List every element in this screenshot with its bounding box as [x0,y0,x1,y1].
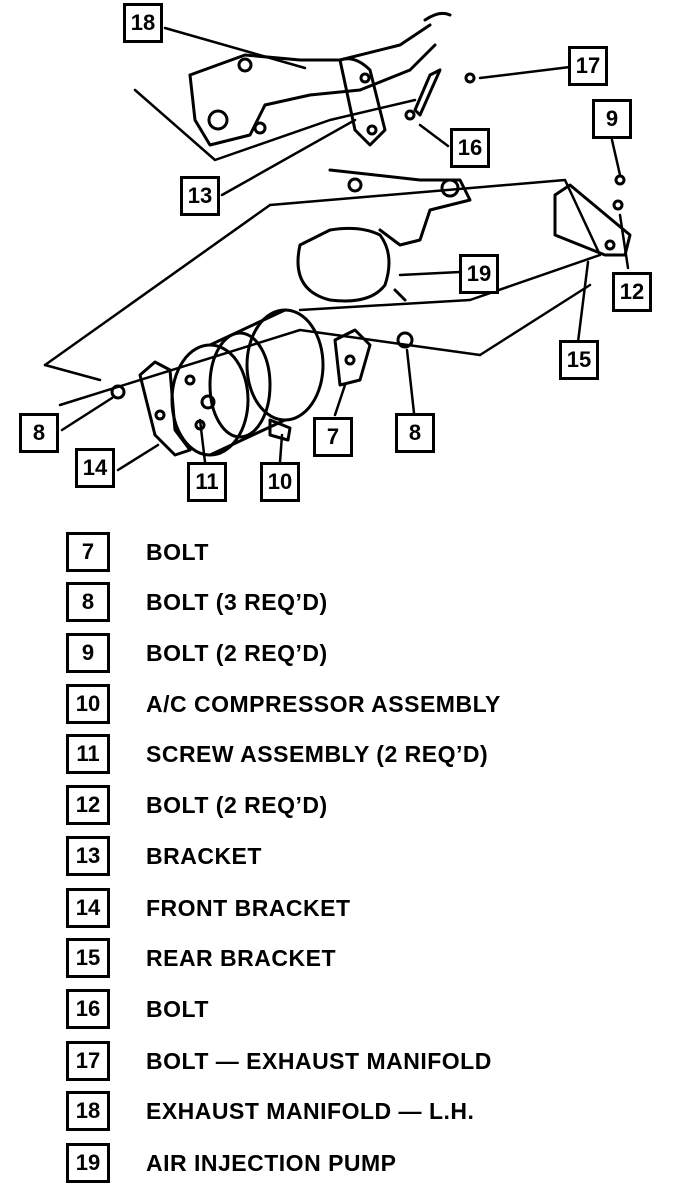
legend-item: 12 BOLT (2 REQ’D) [66,784,328,826]
legend-number: 14 [66,888,110,928]
legend-number: 17 [66,1041,110,1081]
leader-lines [60,26,630,472]
legend-number: 15 [66,938,110,978]
legend-number: 13 [66,836,110,876]
callout-8-left: 8 [19,413,59,453]
legend-item: 8 BOLT (3 REQ’D) [66,581,328,623]
legend-label: BOLT — EXHAUST MANIFOLD [146,1047,492,1074]
legend-label: BOLT [146,538,209,565]
legend-number: 19 [66,1143,110,1183]
exhaust-manifold-shape [133,11,452,162]
callout-7: 7 [313,417,353,457]
legend-number: 9 [66,633,110,673]
legend-label: REAR BRACKET [146,944,336,971]
legend-label: BRACKET [146,842,262,869]
callout-8-right: 8 [395,413,435,453]
legend-item: 10 A/C COMPRESSOR ASSEMBLY [66,683,501,725]
legend-label: BOLT (2 REQ’D) [146,791,328,818]
ac-compressor-shape [170,308,325,457]
legend-label: BOLT (2 REQ’D) [146,639,328,666]
legend-number: 18 [66,1091,110,1131]
legend-item: 14 FRONT BRACKET [66,887,351,929]
callout-18: 18 [123,3,163,43]
legend-item: 16 BOLT [66,988,209,1030]
legend-number: 16 [66,989,110,1029]
callout-17: 17 [568,46,608,86]
legend-number: 10 [66,684,110,724]
legend-item: 9 BOLT (2 REQ’D) [66,632,328,674]
legend-number: 7 [66,532,110,572]
legend-item: 18 EXHAUST MANIFOLD — L.H. [66,1090,474,1132]
legend-item: 13 BRACKET [66,835,262,877]
legend-label: SCREW ASSEMBLY (2 REQ’D) [146,740,489,767]
callout-9: 9 [592,99,632,139]
exploded-view-diagram: 18 17 9 16 13 19 12 15 8 14 11 10 7 8 [0,0,688,515]
legend-item: 7 BOLT [66,531,209,573]
callout-13: 13 [180,176,220,216]
diagram-drawing [43,11,632,472]
callout-14: 14 [75,448,115,488]
callout-15: 15 [559,340,599,380]
air-injection-pump-shape [296,168,472,303]
legend-label: EXHAUST MANIFOLD — L.H. [146,1097,475,1124]
legend-label: FRONT BRACKET [146,894,351,921]
callout-10: 10 [260,462,300,502]
legend-item: 17 BOLT — EXHAUST MANIFOLD [66,1040,492,1082]
legend-item: 15 REAR BRACKET [66,937,336,979]
legend-label: AIR INJECTION PUMP [146,1149,397,1176]
legend-number: 8 [66,582,110,622]
legend-label: A/C COMPRESSOR ASSEMBLY [146,690,501,717]
rear-bracket-shape [553,183,632,257]
legend-item: 19 AIR INJECTION PUMP [66,1142,397,1184]
legend-number: 12 [66,785,110,825]
legend-label: BOLT (3 REQ’D) [146,588,328,615]
legend-number: 11 [66,734,110,774]
pump-bracket-shape [333,328,372,387]
callout-16: 16 [450,128,490,168]
callout-12: 12 [612,272,652,312]
callout-19: 19 [459,254,499,294]
callout-11: 11 [187,462,227,502]
legend-item: 11 SCREW ASSEMBLY (2 REQ’D) [66,733,488,775]
legend-label: BOLT [146,995,209,1022]
front-bracket-shape [138,360,192,457]
